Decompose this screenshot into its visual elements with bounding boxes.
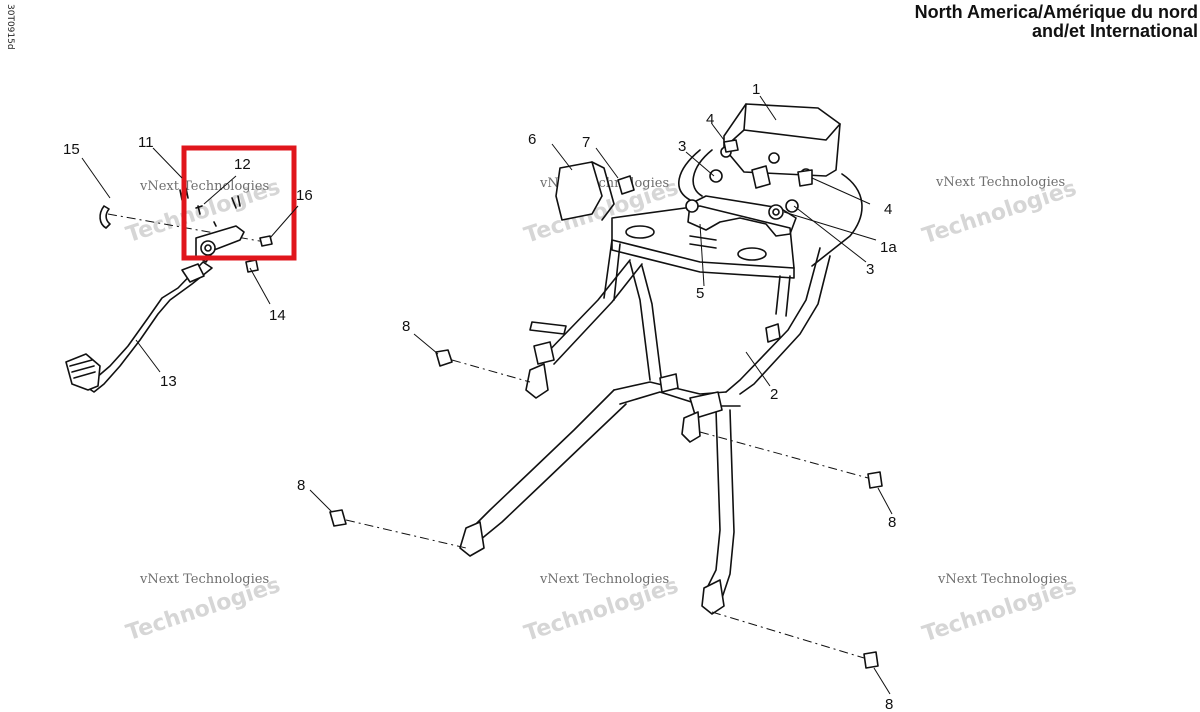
rear-frame-assembly xyxy=(459,103,863,615)
callout-16: 16 xyxy=(296,187,313,204)
callout-13: 13 xyxy=(160,373,177,390)
gasket-5 xyxy=(687,195,797,237)
spring-mount-14 xyxy=(245,259,259,273)
svg-text:vNext Technologies: vNext Technologies xyxy=(935,175,1065,190)
pedal-footpad xyxy=(65,353,101,391)
watermark-3: Technologies vNext Technologies xyxy=(919,175,1079,249)
callout-4-right: 4 xyxy=(884,201,892,218)
bolts-8 xyxy=(329,349,883,669)
figure-code: 30T0915d xyxy=(5,4,15,50)
callout-8-c: 8 xyxy=(888,514,896,531)
retaining-clip-15 xyxy=(99,205,111,229)
svg-text:vNext Technologies: vNext Technologies xyxy=(539,572,669,587)
bolt-16 xyxy=(259,235,273,247)
region-title-line1: North America/Amérique du nord xyxy=(915,2,1198,22)
callout-6: 6 xyxy=(528,131,536,148)
callout-2: 2 xyxy=(770,386,778,403)
highlight-box xyxy=(181,145,297,261)
mount-plate xyxy=(611,205,795,269)
callout-14: 14 xyxy=(269,307,286,324)
callout-8-b: 8 xyxy=(297,477,305,494)
watermark-5: Technologies vNext Technologies xyxy=(521,572,681,647)
callout-11: 11 xyxy=(138,134,154,151)
callout-3-top: 3 xyxy=(678,138,686,155)
callout-5: 5 xyxy=(696,285,704,302)
watermark-6: Technologies vNext Technologies xyxy=(919,572,1079,647)
region-title-line2: and/et International xyxy=(1032,21,1198,41)
callout-1: 1 xyxy=(752,81,760,98)
callout-1a: 1a xyxy=(880,239,897,256)
svg-text:vNext Technologies: vNext Technologies xyxy=(937,572,1067,587)
watermark-4: Technologies vNext Technologies xyxy=(123,572,283,646)
cover-1 xyxy=(723,103,841,177)
bushing-12 xyxy=(195,205,217,227)
fastener-7 xyxy=(617,175,635,195)
svg-text:vNext Technologies: vNext Technologies xyxy=(139,179,269,194)
callout-4-top: 4 xyxy=(706,111,714,128)
callout-12: 12 xyxy=(234,156,251,173)
callout-3-right: 3 xyxy=(866,261,874,278)
callout-15: 15 xyxy=(63,141,80,158)
pedal-arm-13 xyxy=(87,261,213,393)
callout-8-a: 8 xyxy=(402,318,410,335)
callout-7: 7 xyxy=(582,134,590,151)
svg-text:vNext Technologies: vNext Technologies xyxy=(139,572,269,587)
callout-8-d: 8 xyxy=(885,696,893,712)
